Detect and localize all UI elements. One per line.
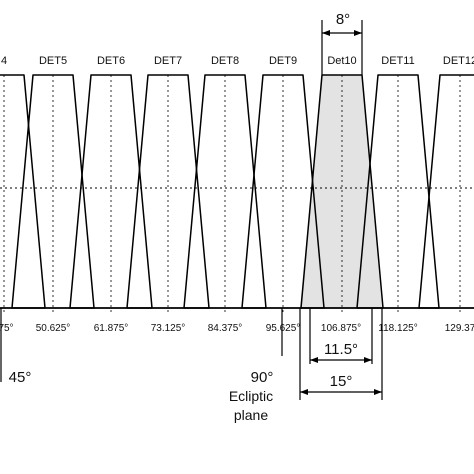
base-width-dimension: 15° bbox=[299, 308, 383, 400]
mid-width-label: 11.5° bbox=[324, 341, 358, 358]
top-width-label: 8° bbox=[336, 11, 350, 28]
angle-45-marker: 45° bbox=[0, 308, 32, 386]
ecliptic-label-line2: plane bbox=[234, 407, 268, 423]
ecliptic-label-line1: Ecliptic bbox=[229, 388, 273, 404]
top-width-dimension: 8° bbox=[321, 11, 363, 75]
tick-label-2: 61.875° bbox=[94, 323, 129, 334]
det-label-det12: DET12 bbox=[443, 55, 474, 67]
det-label-det6: DET6 bbox=[97, 55, 125, 67]
tick-label-0: 75° bbox=[0, 323, 14, 334]
det-label-det8: DET8 bbox=[211, 55, 239, 67]
mid-width-dimension: 11.5° bbox=[309, 308, 373, 364]
tick-label-5: 95.625° bbox=[266, 323, 301, 334]
ecliptic-plane-marker: 90° Ecliptic plane bbox=[229, 308, 283, 423]
angle-45-label: 45° bbox=[9, 369, 32, 386]
det-label-det11: DET11 bbox=[381, 55, 414, 67]
tick-label-1: 50.625° bbox=[36, 323, 71, 334]
angle-90-label: 90° bbox=[251, 369, 274, 386]
det-label-det7: DET7 bbox=[154, 55, 182, 67]
angle-tick-labels: 75° 50.625° 61.875° 73.125° 84.375° 95.6… bbox=[0, 323, 474, 334]
base-width-label: 15° bbox=[330, 373, 353, 390]
det-label-det10: Det10 bbox=[327, 55, 356, 67]
tick-label-8: 129.37 bbox=[445, 323, 474, 334]
tick-label-4: 84.375° bbox=[208, 323, 243, 334]
det-label-4: 4 bbox=[1, 55, 7, 67]
highlighted-detector-fill bbox=[300, 75, 382, 308]
tick-label-3: 73.125° bbox=[151, 323, 186, 334]
tick-label-7: 118.125° bbox=[378, 323, 417, 334]
detector-trapezoid-det12 bbox=[418, 74, 474, 309]
detector-labels: 4 DET5 DET6 DET7 DET8 DET9 Det10 DET11 D… bbox=[1, 55, 474, 67]
detector-trapezoids bbox=[0, 74, 474, 312]
det-label-det5: DET5 bbox=[39, 55, 67, 67]
det-label-det9: DET9 bbox=[269, 55, 297, 67]
tick-label-6: 106.875° bbox=[321, 323, 361, 334]
